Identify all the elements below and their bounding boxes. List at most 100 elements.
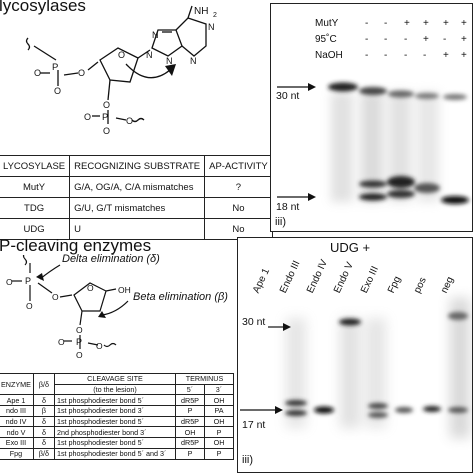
svg-text:O: O [76,325,83,335]
svg-text:O: O [6,277,13,287]
header-ap-activity: AP-ACTIVITY [204,155,273,177]
sign: - [365,50,369,61]
table-row: MutY G/A, OG/A, C/A mismatches ? [0,176,273,198]
sign: - [384,18,388,29]
table-row: ndo III β 1st phosphodiester bond 3´ P P… [0,405,234,417]
table-row: ndo IV δ 1st phosphodiester bond 5´ dR5P… [0,415,234,428]
marker-30nt-arrow [268,323,291,331]
gel-top-bands-30nt [328,82,467,100]
svg-text:N: N [146,50,153,60]
beta-elimination-label: Beta elimination (β) [133,291,228,303]
substrate-cell: G/A, OG/A, C/A mismatches [69,176,206,198]
svg-text:O: O [54,86,61,96]
ap-table-header-row: ENZYME β/δ CLEAVAGE SITE TERMINUS [0,372,234,396]
sign: + [461,50,467,61]
gel-bottom-bands-30nt [339,312,468,326]
ap-table-subheader-row: (to the lesion) 5´ 3´ [0,383,234,396]
sign: - [365,18,369,29]
sign: - [443,34,447,45]
header-beta-delta: β/δ [32,372,55,396]
glycosylase-table: LYCOSYLASE RECOGNIZING SUBSTRATE AP-ACTI… [0,155,273,240]
sign: - [404,34,408,45]
row-label-muty: MutY [315,18,339,29]
gel-bottom-image [285,298,470,438]
svg-text:O: O [26,301,33,311]
marker-17nt-arrow [240,406,283,414]
enzyme-cell: UDG [0,218,71,240]
marker-18nt-arrow [277,193,316,201]
svg-text:O: O [34,68,41,78]
sign: + [461,18,467,29]
header-5-prime: 5´ [175,383,205,396]
sign: + [443,18,449,29]
header-glycosylase: LYCOSYLASE [0,155,71,177]
table-row: Fpg β/δ 1st phosphodiester bond 5´ and 3… [0,447,234,460]
svg-text:O: O [58,337,65,347]
sign: - [423,50,427,61]
gel-bottom-bands-17nt [285,400,468,418]
marker-18nt-label: 18 nt [276,201,300,213]
svg-text:O: O [87,283,94,293]
svg-text:O: O [76,350,83,360]
enzyme-cell: TDG [0,197,71,219]
svg-text:P: P [52,62,58,73]
svg-text:O: O [103,126,110,136]
section-a-heading: lycosylases [0,0,86,15]
svg-text:N: N [208,22,215,32]
svg-text:P: P [102,112,108,123]
gel-bottom-panel: UDG + Ape 1 Endo III [237,237,473,473]
gel-top-panel: MutY 95˚C NaOH - - + + + + - - - + - + -… [270,3,473,232]
sign: + [443,50,449,61]
ap-site-structure: P O O O O OH O P O O O [6,255,131,360]
header-substrate: RECOGNIZING SUBSTRATE [69,155,206,177]
sign: - [384,50,388,61]
table-row: ndo V δ 2nd phosphodiester bond 3´ OH P [0,426,234,439]
svg-text:P: P [76,337,82,347]
nh2-label: NH [194,6,208,17]
svg-text:O: O [78,68,85,78]
gel-top-bands-18nt [359,176,469,204]
table-row: UDG U No [0,218,273,240]
header-cleavage-site-sub: (to the lesion) [53,383,177,396]
sign: + [423,34,429,45]
row-label-95c: 95˚C [315,34,337,45]
sign: + [423,18,429,29]
sign: - [365,34,369,45]
ap-enzyme-table: ENZYME β/δ CLEAVAGE SITE TERMINUS (to th… [0,372,234,460]
oh-label: OH [118,285,131,295]
substrate-cell: U [69,218,206,240]
sign: - [384,34,388,45]
gel-top-panel-label: iii) [275,216,286,228]
gel-bottom-panel-label: iii) [242,454,253,466]
header-enzyme: ENZYME [0,372,34,396]
nucleotide-structure: P O O O O O P O O O NH 2 N N N N N [25,5,217,136]
svg-text:O: O [118,50,125,60]
table-row: Exo III δ 1st phosphodiester bond 5´ dR5… [0,437,234,449]
ap-cell: No [204,197,273,219]
marker-30nt-arrow [277,83,316,91]
svg-text:N: N [152,30,159,40]
delta-elimination-label: Delta elimination (δ) [62,253,160,265]
sign: - [404,50,408,61]
enzyme-cell: MutY [0,176,71,198]
table-row: TDG G/U, G/T mismatches No [0,197,273,219]
svg-text:N: N [190,56,197,66]
table-row: Ape 1 δ 1st phosphodiester bond 5´ dR5P … [0,394,234,407]
svg-text:P: P [25,276,31,286]
marker-17nt-label: 17 nt [242,419,266,431]
marker-30nt-label: 30 nt [242,316,266,328]
svg-text:O: O [84,112,91,122]
ap-cell: ? [204,176,273,198]
row-label-naoh: NaOH [315,50,343,61]
gel-bottom-title: UDG + [330,240,371,255]
sign: + [461,34,467,45]
nh2-subscript: 2 [213,12,217,19]
svg-text:O: O [103,100,110,110]
sign: + [404,18,410,29]
header-terminus: TERMINUS [175,373,234,385]
gel-top-image [328,82,469,204]
glycosylase-table-header: LYCOSYLASE RECOGNIZING SUBSTRATE AP-ACTI… [0,155,273,177]
svg-text:O: O [52,292,59,302]
svg-text:O: O [96,341,103,351]
header-cleavage-site: CLEAVAGE SITE [53,373,177,385]
